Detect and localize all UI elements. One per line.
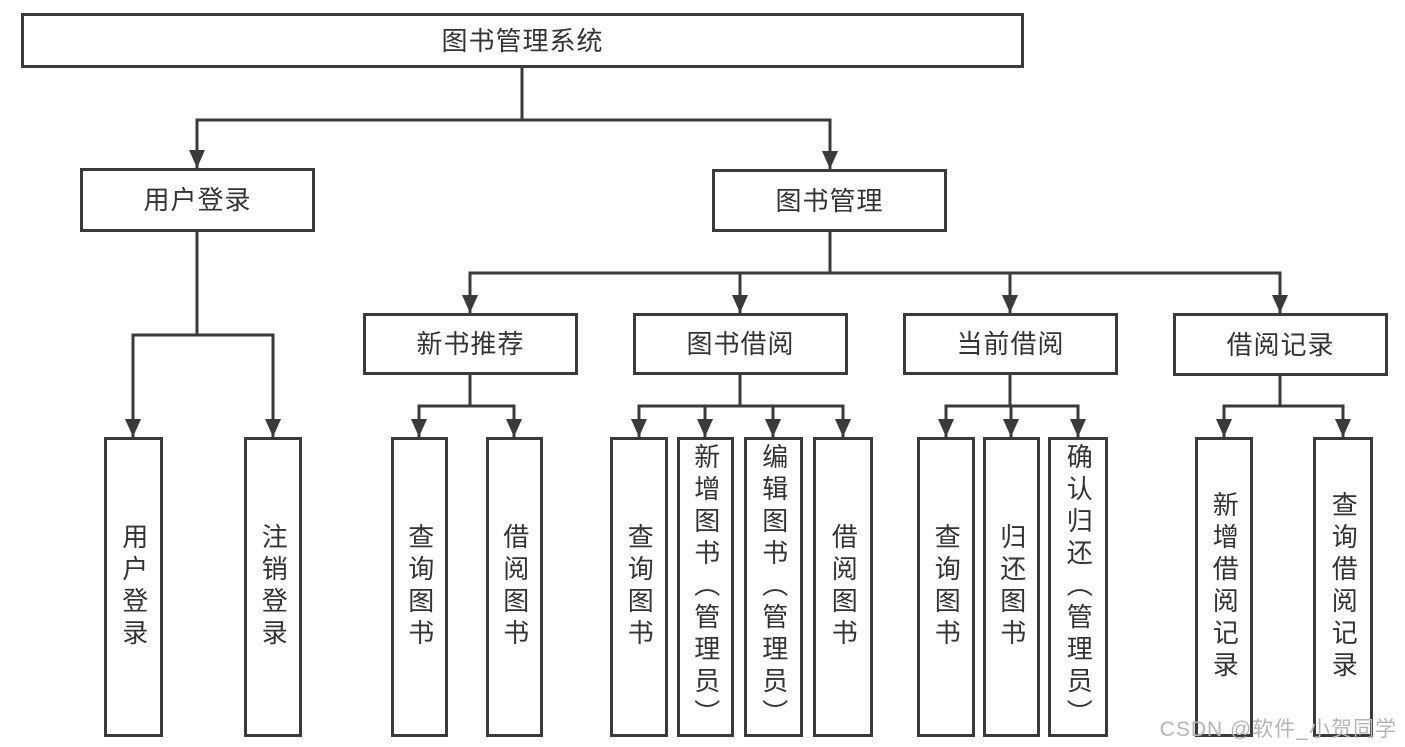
leaf-add-borrow-record: 新增借阅记录: [1195, 437, 1253, 737]
leaf-confirm-return-admin: 确认归还（管理员）: [1048, 437, 1108, 737]
leaf-label: 借阅图书: [828, 523, 859, 651]
leaf-borrow-books-nb: 借阅图书: [486, 437, 543, 737]
leaf-user-login: 用户登录: [104, 437, 163, 737]
leaf-label: 注销登录: [258, 523, 289, 651]
leaf-label: 用户登录: [118, 523, 149, 651]
leaf-edit-books-admin: 编辑图书（管理员）: [744, 437, 803, 737]
leaf-add-books-admin: 新增图书（管理员）: [677, 437, 734, 737]
leaf-label: 新增借阅记录: [1209, 491, 1240, 683]
leaf-label: 编辑图书（管理员）: [758, 443, 789, 731]
leaf-label: 查询图书: [404, 523, 435, 651]
leaf-query-books-nb: 查询图书: [391, 437, 448, 737]
leaf-label: 查询借阅记录: [1328, 491, 1359, 683]
node-user-login: 用户登录: [80, 168, 315, 232]
node-book-borrowing: 图书借阅: [633, 313, 848, 375]
leaf-label: 查询图书: [624, 523, 655, 651]
node-library-system: 图书管理系统: [21, 13, 1024, 68]
node-new-book-recommendation: 新书推荐: [363, 313, 578, 375]
node-book-management: 图书管理: [712, 169, 947, 232]
node-current-borrowing: 当前借阅: [903, 313, 1118, 375]
leaf-label: 借阅图书: [499, 523, 530, 651]
leaf-query-books-bb: 查询图书: [610, 437, 668, 737]
leaf-label: 归还图书: [996, 523, 1027, 651]
node-borrowing-records: 借阅记录: [1173, 313, 1388, 376]
leaf-label: 确认归还（管理员）: [1063, 443, 1094, 731]
leaf-query-borrow-record: 查询借阅记录: [1313, 437, 1373, 737]
csdn-watermark: CSDN @软件_小贺同学: [1159, 718, 1397, 741]
leaf-logout: 注销登录: [244, 437, 302, 737]
leaf-borrow-books-bb: 借阅图书: [813, 437, 873, 737]
leaf-query-books-cb: 查询图书: [917, 437, 975, 737]
leaf-label: 查询图书: [931, 523, 962, 651]
leaf-return-books: 归还图书: [983, 437, 1040, 737]
leaf-label: 新增图书（管理员）: [690, 443, 721, 731]
